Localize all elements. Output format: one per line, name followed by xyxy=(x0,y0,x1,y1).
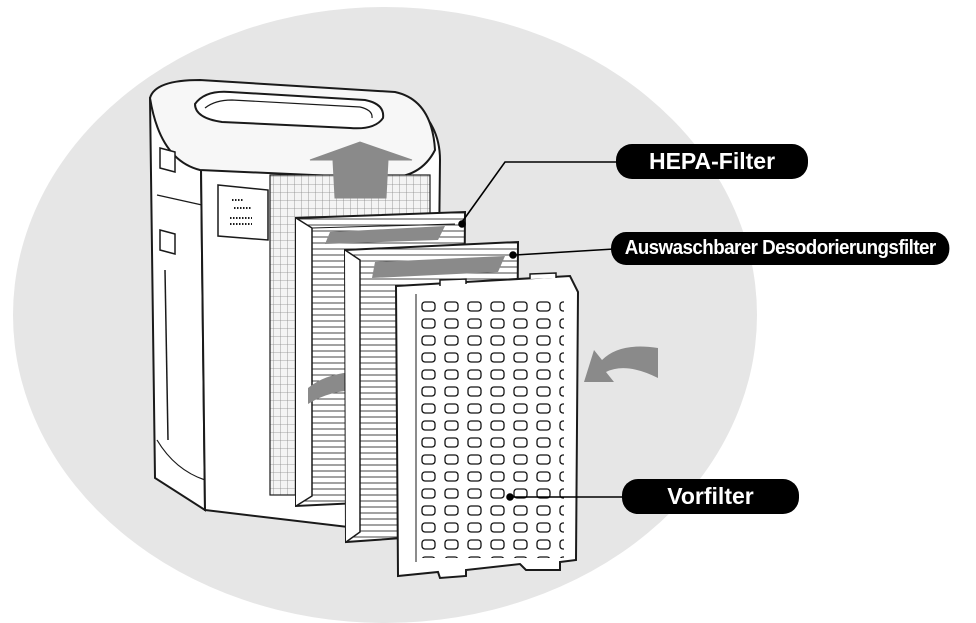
outlet-arrow-icon xyxy=(309,141,413,199)
prefilter-label: Vorfilter xyxy=(622,479,799,514)
control-panel xyxy=(217,184,269,241)
deodorizing-filter-label: Auswaschbarer Desodorierungsfilter xyxy=(611,232,950,265)
intake-arrow-right-icon xyxy=(584,346,658,382)
hepa-filter-label: HEPA-Filter xyxy=(616,144,808,179)
leader-lines xyxy=(458,161,625,501)
prefilter xyxy=(394,272,580,580)
